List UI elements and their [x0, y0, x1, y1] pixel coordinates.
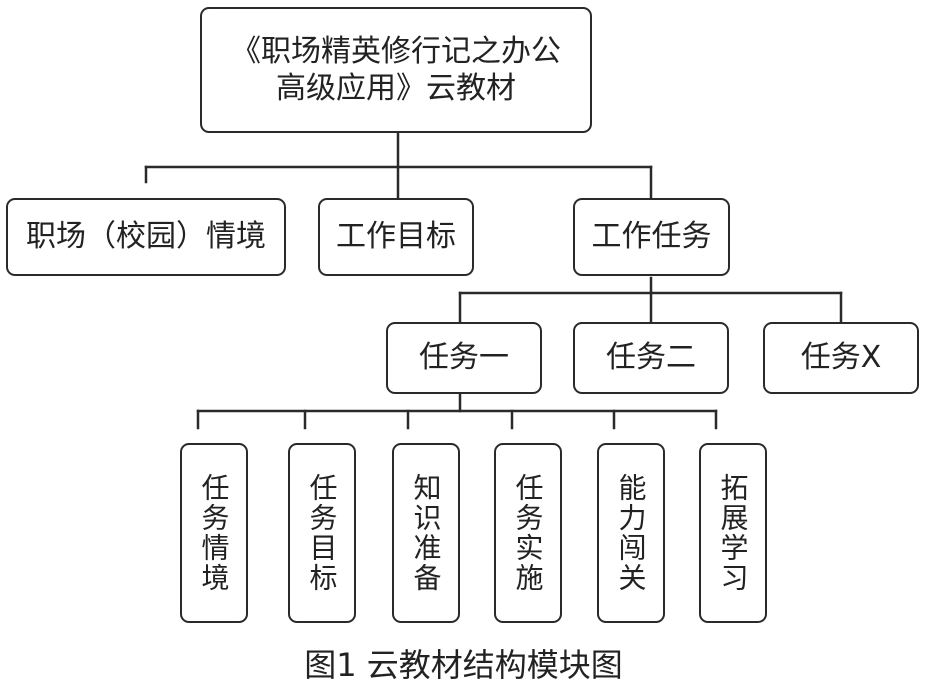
node-work-goal-label: 工作目标: [336, 219, 456, 255]
root-node: 《职场精英修行记之办公 高级应用》云教材: [200, 7, 592, 133]
node-module-task-goal: 任务目标: [288, 443, 356, 623]
node-workplace-context: 职场（校园）情境: [6, 198, 286, 276]
node-module-knowledge-prep-label: 知识准备: [409, 473, 443, 593]
node-work-goal: 工作目标: [318, 198, 474, 276]
node-workplace-context-label: 职场（校园）情境: [26, 219, 266, 255]
node-task-x-label: 任务X: [800, 340, 882, 376]
node-task-x: 任务X: [763, 322, 919, 394]
root-line-2: 高级应用》云教材: [276, 71, 516, 106]
node-module-task-implementation: 任务实施: [494, 443, 562, 623]
node-task-one: 任务一: [386, 322, 542, 394]
node-module-task-context: 任务情境: [180, 443, 248, 623]
node-module-ability-challenge: 能力闯关: [597, 443, 665, 623]
node-module-task-implementation-label: 任务实施: [511, 473, 545, 593]
node-module-ability-challenge-label: 能力闯关: [614, 473, 648, 593]
node-module-extended-learning: 拓展学习: [699, 443, 767, 623]
figure-caption: 图1 云教材结构模块图: [304, 646, 623, 684]
node-task-two-label: 任务二: [606, 340, 696, 376]
node-module-extended-learning-label: 拓展学习: [716, 473, 750, 593]
node-module-task-context-label: 任务情境: [197, 473, 231, 593]
root-line-1: 《职场精英修行记之办公: [231, 33, 561, 69]
node-task-one-label: 任务一: [419, 340, 509, 376]
node-task-two: 任务二: [573, 322, 729, 394]
node-module-task-goal-label: 任务目标: [305, 473, 339, 593]
node-work-tasks: 工作任务: [573, 198, 730, 276]
node-module-knowledge-prep: 知识准备: [392, 443, 460, 623]
node-work-tasks-label: 工作任务: [591, 219, 712, 255]
